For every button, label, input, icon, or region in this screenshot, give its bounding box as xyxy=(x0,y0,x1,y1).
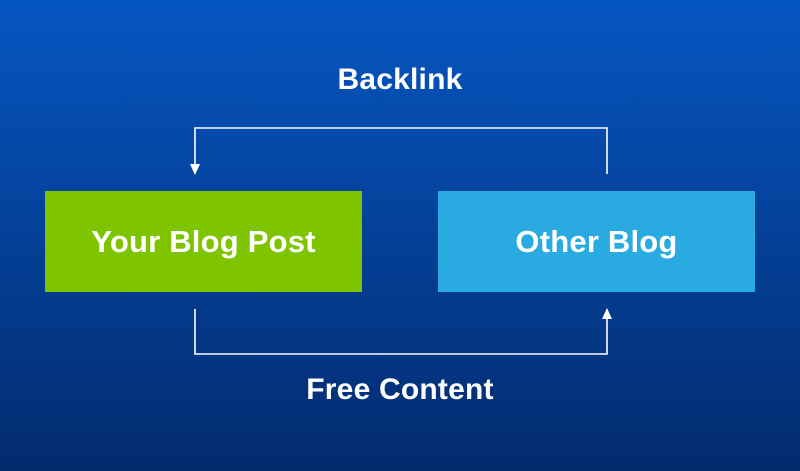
backlink-arrow-head xyxy=(190,164,200,175)
other-blog-label: Other Blog xyxy=(515,223,678,259)
your-blog-post-box: Your Blog Post xyxy=(45,191,362,292)
other-blog-box: Other Blog xyxy=(438,191,755,292)
your-blog-post-label: Your Blog Post xyxy=(91,223,316,259)
free-content-label: Free Content xyxy=(306,373,494,406)
free-content-arrow-line xyxy=(194,309,608,355)
backlink-arrow-line xyxy=(194,127,608,174)
backlink-label: Backlink xyxy=(337,63,463,96)
free-content-arrow-head xyxy=(602,308,612,319)
